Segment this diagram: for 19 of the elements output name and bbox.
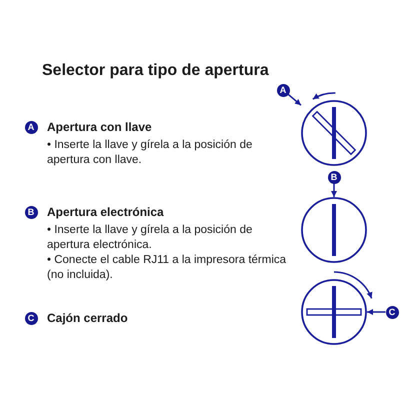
- letter-badge: A: [24, 121, 38, 134]
- section-heading: Apertura con llave: [47, 120, 152, 135]
- letter-badge: B: [24, 206, 38, 219]
- section-heading: Cajón cerrado: [47, 311, 128, 326]
- letter-badge: C: [386, 306, 398, 318]
- selector-dial: [301, 279, 367, 345]
- bullet-text: • Inserte la llave y gírela a la posición de apertura electrónica.: [47, 223, 254, 253]
- selector-dial: [301, 197, 367, 263]
- arrow: [367, 309, 386, 315]
- letter-badge: C: [24, 312, 38, 325]
- bullet-text: • Conecte el cable RJ11 a la impresora térmica (no incluida).: [47, 253, 287, 283]
- section-heading: Apertura electrónica: [47, 205, 164, 220]
- selector-dial: [301, 100, 367, 166]
- title: Selector para tipo de apertura: [42, 61, 269, 80]
- arrow: [287, 94, 302, 106]
- letter-badge: B: [328, 170, 340, 184]
- arrow: [331, 184, 337, 197]
- letter-badge: A: [276, 84, 290, 96]
- bullet-text: • Inserte la llave y gírela a la posición de apertura con llave.: [47, 138, 254, 168]
